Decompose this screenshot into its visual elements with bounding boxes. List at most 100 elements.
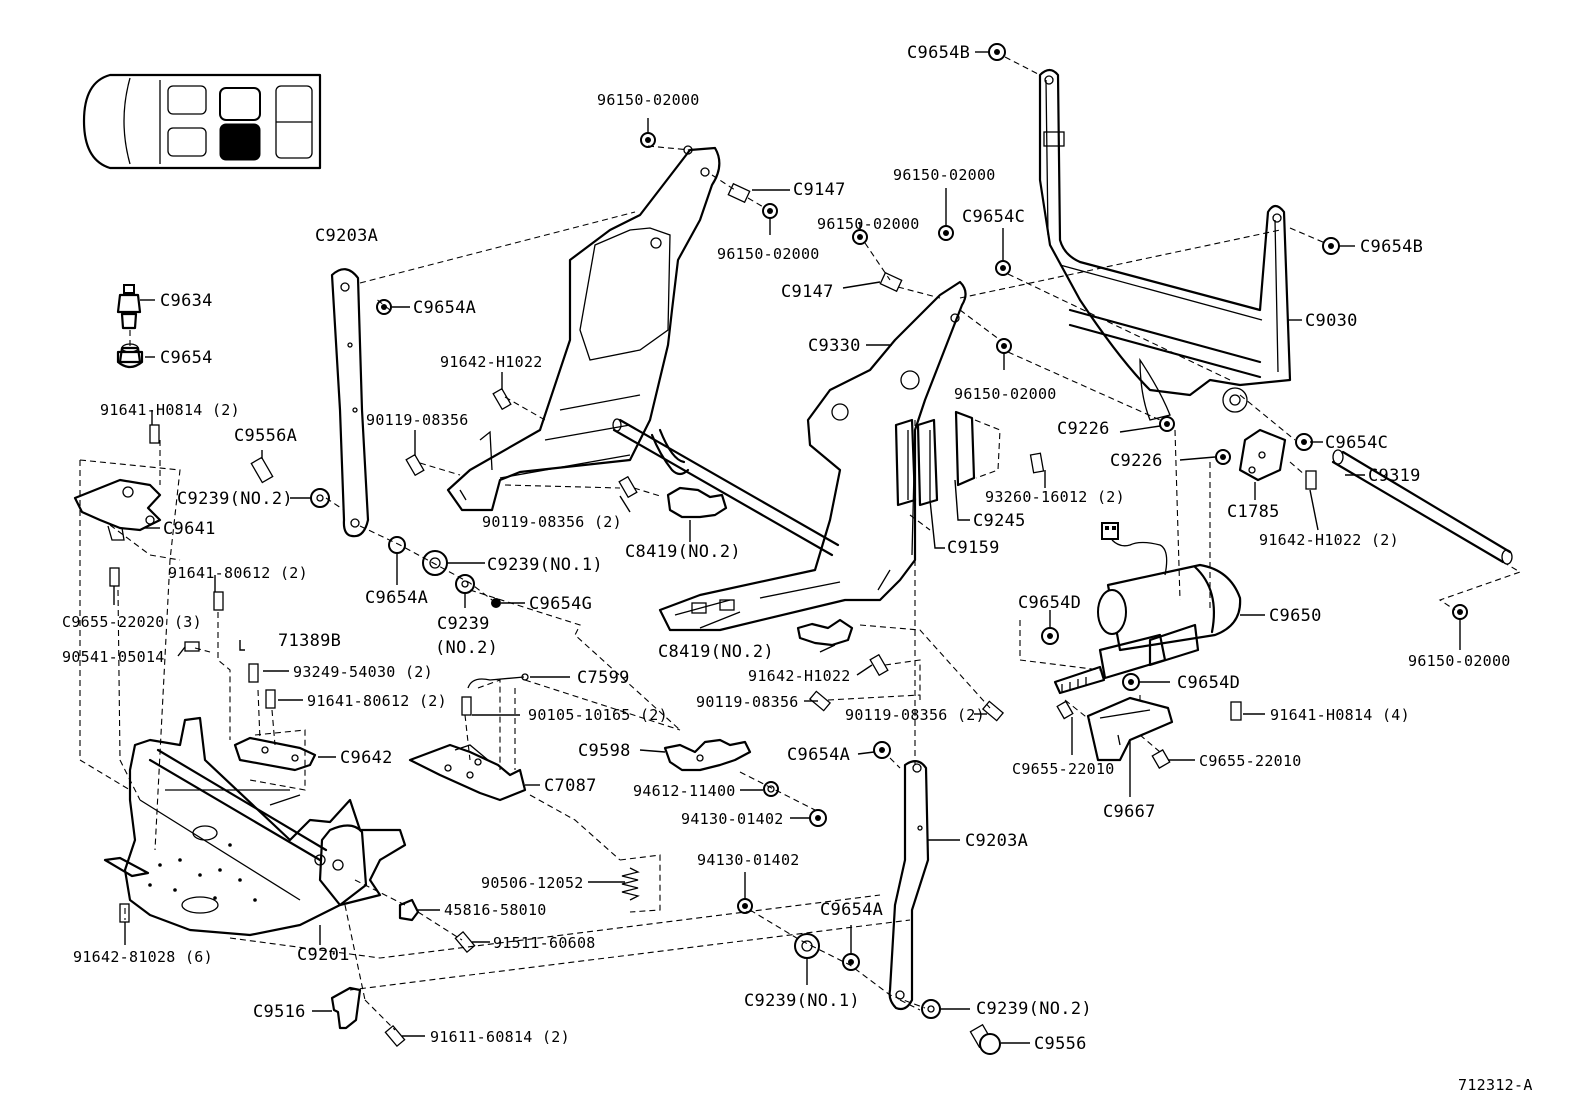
bracket-c8419-a — [666, 486, 728, 519]
label-c9641: C9641 — [163, 519, 216, 539]
label-c9239-no1-b: C9239(NO.1) — [744, 991, 860, 1011]
label-90119-08356-2b: 90119-08356 (2) — [845, 706, 985, 724]
cap-c9654-icon — [116, 343, 144, 369]
label-90105-10165-2: 90105-10165 (2) — [528, 706, 668, 724]
label-c9556: C9556 — [1034, 1034, 1087, 1054]
bracket-c9245 — [954, 410, 1001, 487]
link-c9203a-left — [330, 268, 370, 538]
label-c9239-no1-a: C9239(NO.1) — [487, 555, 603, 575]
label-91642-81028-6: 91642-81028 (6) — [73, 948, 213, 966]
lever-c9598 — [663, 738, 752, 772]
label-c9654a-mid: C9654A — [365, 588, 428, 608]
label-90541-05014: 90541-05014 — [62, 648, 165, 666]
seat-back-frame-c9030 — [1038, 68, 1292, 421]
leader-lines — [113, 51, 1461, 1044]
label-c9239-no2-paren: (NO.2) — [435, 638, 498, 658]
part-labels: C9654B 96150-02000 C9147 96150-02000 961… — [62, 43, 1533, 1094]
label-c9245: C9245 — [973, 511, 1026, 531]
label-c9330: C9330 — [808, 336, 861, 356]
label-c9226-b: C9226 — [1110, 451, 1163, 471]
label-c9634: C9634 — [160, 291, 213, 311]
label-94612-11400: 94612-11400 — [633, 782, 736, 800]
label-c9654: C9654 — [160, 348, 213, 368]
label-c8419-no2-a: C8419(NO.2) — [625, 542, 741, 562]
fasteners — [109, 43, 1468, 1055]
label-71389b: 71389B — [278, 631, 341, 651]
label-91511-60608: 91511-60608 — [493, 934, 596, 952]
label-93249-54030-2: 93249-54030 (2) — [293, 663, 433, 681]
label-c9147-b: C9147 — [781, 282, 834, 302]
cross-shaft — [612, 418, 840, 557]
label-c9642: C9642 — [340, 748, 393, 768]
label-c9654a-top: C9654A — [413, 298, 476, 318]
label-c9598: C9598 — [578, 741, 631, 761]
assembly-dashed-lines — [79, 56, 1522, 1031]
label-c9147-a: C9147 — [793, 180, 846, 200]
label-c9203a-left: C9203A — [315, 226, 378, 246]
clip-45816 — [398, 898, 420, 922]
seat-base-frame-c9201 — [103, 716, 407, 937]
label-c9654a-right: C9654A — [787, 745, 850, 765]
label-91641-h0814-2: 91641-H0814 (2) — [100, 401, 240, 419]
vehicle-locator-icon — [82, 73, 322, 170]
label-c9654a-bottom: C9654A — [820, 900, 883, 920]
label-96150-02000-c: 96150-02000 — [817, 215, 920, 233]
switch-c9634-icon — [116, 284, 142, 330]
label-c9667: C9667 — [1103, 802, 1156, 822]
label-c9654d-a: C9654D — [1018, 593, 1081, 613]
label-c9654g: C9654G — [529, 594, 592, 614]
label-c9556a: C9556A — [234, 426, 297, 446]
label-c9654c-top: C9654C — [962, 207, 1025, 227]
diagram-reference-number: 712312-A — [1458, 1076, 1533, 1094]
label-c8419-no2-b: C8419(NO.2) — [658, 642, 774, 662]
label-91641-80612-2a: 91641-80612 (2) — [168, 564, 308, 582]
motor-c9650 — [1053, 522, 1242, 695]
label-96150-02000-f: 96150-02000 — [1408, 652, 1511, 670]
bracket-c9641 — [73, 478, 162, 541]
bracket-c8419-b — [796, 618, 854, 647]
label-c9239-no2-b: C9239(NO.2) — [976, 999, 1092, 1019]
bracket-c9516 — [330, 986, 362, 1030]
seat-back-frame-left — [446, 145, 721, 512]
label-c9654d-b: C9654D — [1177, 673, 1240, 693]
plate-c9642 — [233, 736, 317, 772]
label-c7087: C7087 — [544, 776, 597, 796]
label-c1785: C1785 — [1227, 502, 1280, 522]
label-c9030: C9030 — [1305, 311, 1358, 331]
label-c9655-22010-a: C9655-22010 — [1012, 760, 1115, 778]
label-45816-58010: 45816-58010 — [444, 901, 547, 919]
label-93260-16012-2: 93260-16012 (2) — [985, 488, 1125, 506]
bracket-c9159 — [894, 418, 939, 507]
label-90119-08356-2a: 90119-08356 (2) — [482, 513, 622, 531]
label-c9239-b: C9239 — [437, 614, 490, 634]
label-94130-01402-b: 94130-01402 — [697, 851, 800, 869]
label-c7599: C7599 — [577, 668, 630, 688]
label-c9654b-top: C9654B — [907, 43, 970, 63]
label-c9203a-right: C9203A — [965, 831, 1028, 851]
label-96150-02000-d: 96150-02000 — [717, 245, 820, 263]
label-c9654b-right: C9654B — [1360, 237, 1423, 257]
label-c9239-no2-a: C9239(NO.2) — [177, 489, 293, 509]
spring-90506-icon — [621, 867, 640, 901]
label-91641-80612-2b: 91641-80612 (2) — [307, 692, 447, 710]
label-c9655-22010-b: C9655-22010 — [1199, 752, 1302, 770]
label-96150-02000-a: 96150-02000 — [597, 91, 700, 109]
label-90119-08356-a: 90119-08356 — [366, 411, 469, 429]
label-c9319: C9319 — [1368, 466, 1421, 486]
label-c9516: C9516 — [253, 1002, 306, 1022]
label-91642-h1022-2: 91642-H1022 (2) — [1259, 531, 1399, 549]
label-90119-08356-b: 90119-08356 — [696, 693, 799, 711]
bracket-c9667 — [1086, 696, 1174, 762]
label-c9650: C9650 — [1269, 606, 1322, 626]
label-90506-12052: 90506-12052 — [481, 874, 584, 892]
label-c9654c-right: C9654C — [1325, 433, 1388, 453]
label-c9655-22020-3: C9655-22020 (3) — [62, 613, 202, 631]
label-94130-01402-a: 94130-01402 — [681, 810, 784, 828]
label-96150-02000-b: 96150-02000 — [893, 166, 996, 184]
label-91641-h0814-4: 91641-H0814 (4) — [1270, 706, 1410, 724]
label-91611-60814-2: 91611-60814 (2) — [430, 1028, 570, 1046]
plate-c7087 — [408, 743, 527, 802]
label-c9226-a: C9226 — [1057, 419, 1110, 439]
label-96150-02000-e: 96150-02000 — [954, 385, 1057, 403]
